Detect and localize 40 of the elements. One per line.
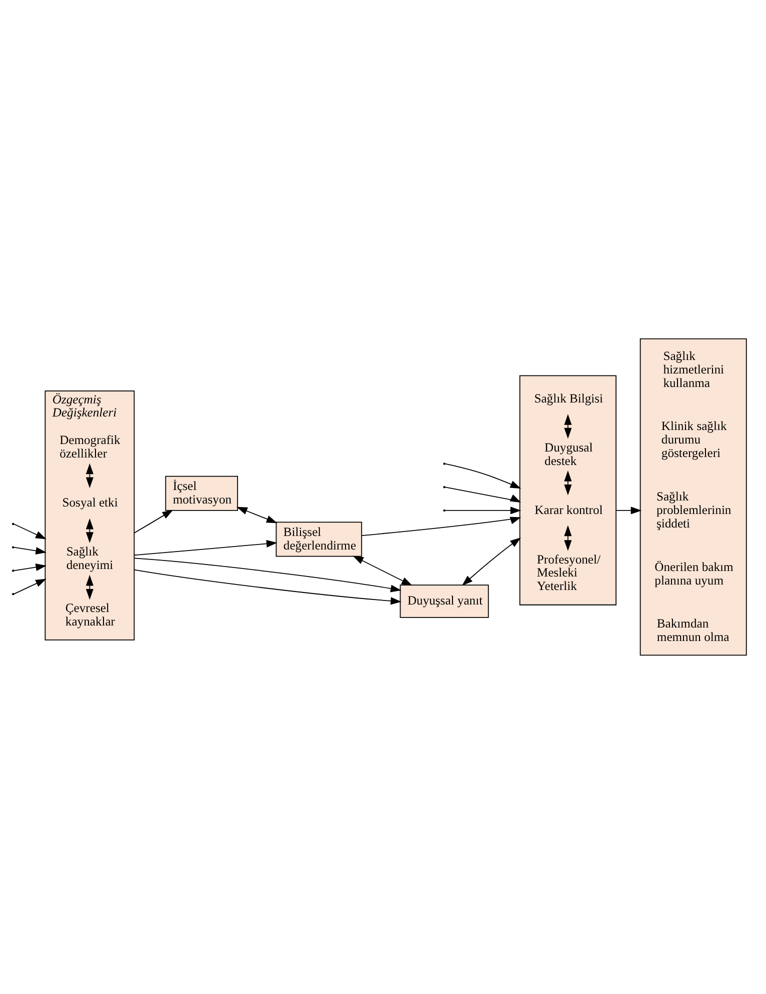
arrow (462, 538, 521, 586)
node-text: Çevresel kaynaklar (65, 601, 116, 629)
arrow (86, 518, 94, 543)
arrow (134, 540, 278, 556)
cluster (519, 375, 616, 606)
node-text: Duygusal destek (544, 440, 593, 468)
node-text: Profesyonel/ Mesleki Yeterlik (536, 552, 601, 594)
arrow (13, 578, 46, 594)
arrow (352, 556, 412, 586)
arrow (361, 516, 522, 536)
cluster (640, 338, 747, 656)
node-text: Sağlık problemlerinin şiddeti (656, 489, 732, 530)
arrow (236, 506, 278, 524)
node-text: Sağlık Bilgisi (534, 391, 604, 406)
arrow (13, 546, 47, 555)
arrow (134, 558, 402, 592)
arrow (13, 564, 47, 572)
arrow (134, 569, 402, 605)
node-box: İçsel motivasyon (165, 476, 238, 511)
node-text: Sağlık deneyimi (66, 544, 114, 572)
node-box: Bilişsel değerlendirme (276, 522, 362, 557)
node-text: Sağlık hizmetlerini kullanma (663, 349, 724, 390)
node-box: Duyuşsal yanıt (400, 584, 489, 618)
arrow (86, 463, 94, 488)
node-text: Klinik sağlık durumu göstergeleri (661, 419, 727, 460)
arrow (13, 524, 46, 540)
node-text: Önerilen bakım planına uyum (654, 560, 734, 588)
arrow (564, 470, 572, 496)
arrow (86, 574, 94, 600)
arrow (444, 486, 522, 503)
node-text: Karar kontrol (534, 502, 603, 517)
arrow (616, 506, 642, 514)
arrow (444, 506, 522, 514)
arrow (134, 510, 174, 534)
arrow (564, 414, 572, 439)
node-text: Bakımdan memnun olma (656, 616, 730, 644)
arrow (564, 525, 572, 551)
arrow (444, 463, 522, 489)
node-text: Sosyal etki (62, 496, 118, 510)
node-text: Demografik özellikler (60, 433, 120, 461)
